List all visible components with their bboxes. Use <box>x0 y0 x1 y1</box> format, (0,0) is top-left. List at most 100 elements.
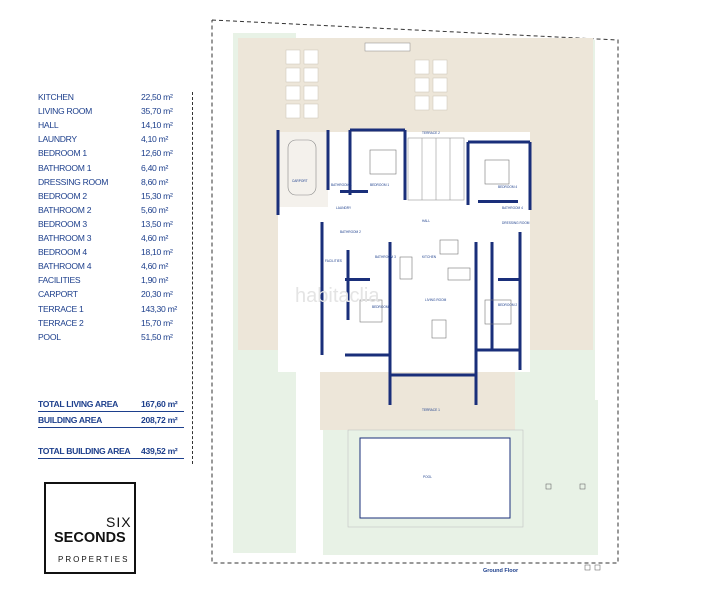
room-name: BATHROOM 1 <box>38 162 92 173</box>
room-area: 4,60 m² <box>141 261 169 272</box>
room-name: BEDROOM 1 <box>38 148 87 159</box>
label-bathroom2: BATHROOM 2 <box>340 230 361 234</box>
schedule-row: DRESSING ROOM 8,60 m² <box>36 177 186 191</box>
room-area: 1,90 m² <box>141 275 169 286</box>
label-living: LIVING ROOM <box>425 298 447 302</box>
watermark: habitaclia <box>295 285 380 307</box>
room-area: 5,60 m² <box>141 204 169 215</box>
room-area: 13,50 m² <box>141 218 173 229</box>
room-area: 15,70 m² <box>141 317 173 328</box>
room-name: DRESSING ROOM <box>38 176 109 187</box>
plan-title: Ground Floor <box>483 568 519 574</box>
room-name: POOL <box>38 331 61 342</box>
staircase <box>407 137 465 201</box>
furniture <box>359 149 512 339</box>
schedule-total-row: TOTAL LIVING AREA 167,60 m² <box>36 399 186 413</box>
label-bedroom3: BEDROOM 3 <box>372 305 391 309</box>
schedule-row: LIVING ROOM 35,70 m² <box>36 106 186 120</box>
room-area: 4,10 m² <box>141 134 169 145</box>
schedule-row: LAUNDRY 4,10 m² <box>36 134 186 148</box>
room-area: 18,10 m² <box>141 247 173 258</box>
room-name: HALL <box>38 120 59 131</box>
room-area: 12,60 m² <box>141 148 173 159</box>
total-name: TOTAL BUILDING AREA <box>38 446 131 456</box>
room-area: 4,60 m² <box>141 233 169 243</box>
room-area: 51,50 m² <box>141 331 173 342</box>
label-bathroom4: BATHROOM 4 <box>502 206 523 210</box>
schedule-total-row: TOTAL BUILDING AREA 439,52 m² <box>36 446 186 460</box>
room-name: BEDROOM 4 <box>38 247 87 258</box>
schedule-border <box>192 92 193 464</box>
room-area: 22,50 m² <box>141 92 173 102</box>
label-bathroom1: BATHROOM 1 <box>331 183 352 187</box>
label-pool: POOL <box>423 475 432 479</box>
schedule-row: BEDROOM 3 13,50 m² <box>36 219 186 233</box>
room-name: CARPORT <box>38 289 78 300</box>
label-bathroom3: BATHROOM 3 <box>375 255 396 259</box>
schedule-row: HALL 14,10 m² <box>36 120 186 134</box>
room-name: BATHROOM 3 <box>38 233 92 243</box>
schedule-row: CARPORT 20,30 m² <box>36 289 186 303</box>
total-underline <box>38 427 184 428</box>
schedule-row: BATHROOM 2 5,60 m² <box>36 205 186 219</box>
schedule-row: BEDROOM 2 15,30 m² <box>36 191 186 205</box>
room-name: TERRACE 1 <box>38 303 84 314</box>
gate-entry <box>364 42 411 52</box>
room-area: 8,60 m² <box>141 176 169 187</box>
pool-deck <box>347 429 524 528</box>
schedule-row: BATHROOM 3 4,60 m² <box>36 233 186 247</box>
driveway-tiles <box>285 49 448 119</box>
schedule-row: BEDROOM 1 12,60 m² <box>36 148 186 162</box>
label-bedroom2: BEDROOM 2 <box>498 303 517 307</box>
label-terrace1: TERRACE 1 <box>422 408 440 412</box>
schedule-row: BEDROOM 4 18,10 m² <box>36 247 186 261</box>
label-carport: CARPORT <box>292 179 308 183</box>
window-bands <box>340 190 520 281</box>
schedule-total-row: BUILDING AREA 208,72 m² <box>36 415 186 429</box>
logo-properties-text: PROPERTIES <box>56 555 132 564</box>
room-name: BEDROOM 3 <box>38 218 87 229</box>
room-name: LAUNDRY <box>38 134 77 145</box>
six-seconds-logo: SIX SECONDS PROPERTIES <box>44 482 136 574</box>
room-area: 35,70 m² <box>141 106 173 117</box>
total-area: 208,72 m² <box>141 415 178 425</box>
pool <box>359 437 511 519</box>
schedule-row: FACILITIES 1,90 m² <box>36 275 186 289</box>
logo-frame <box>44 482 136 574</box>
ground-floor-plan: habitaclia CARPORT BATHROOM 1 BEDROOM 1 … <box>211 19 619 571</box>
room-area: 20,30 m² <box>141 289 173 300</box>
logo-seconds-text: SECONDS <box>52 530 128 546</box>
room-name: KITCHEN <box>38 92 74 102</box>
schedule-row: TERRACE 1 143,30 m² <box>36 304 186 318</box>
room-area: 6,40 m² <box>141 162 169 173</box>
walls <box>276 128 532 405</box>
schedule-row: BATHROOM 4 4,60 m² <box>36 261 186 275</box>
total-name: TOTAL LIVING AREA <box>38 399 119 409</box>
room-name: BEDROOM 2 <box>38 190 87 201</box>
label-facilities: FACILITIES <box>325 259 342 263</box>
room-area: 15,30 m² <box>141 190 173 201</box>
room-name: FACILITIES <box>38 275 81 286</box>
room-area: 14,10 m² <box>141 120 173 131</box>
car-outline <box>287 139 317 196</box>
room-name: LIVING ROOM <box>38 106 92 117</box>
label-dressing: DRESSING ROOM <box>502 221 530 225</box>
label-bedroom1: BEDROOM 1 <box>370 183 389 187</box>
room-name: BATHROOM 2 <box>38 204 92 215</box>
corner-markers <box>545 483 601 571</box>
carport-area <box>278 132 328 207</box>
total-underline <box>38 458 184 459</box>
schedule-row: BATHROOM 1 6,40 m² <box>36 163 186 177</box>
logo-six-text: SIX <box>104 514 134 530</box>
room-area: 143,30 m² <box>141 303 177 314</box>
total-area: 439,52 m² <box>141 446 178 456</box>
schedule-row: POOL 51,50 m² <box>36 332 186 346</box>
total-name: BUILDING AREA <box>38 415 103 425</box>
room-name: BATHROOM 4 <box>38 261 92 272</box>
label-kitchen: KITCHEN <box>422 255 437 259</box>
label-hall: HALL <box>422 219 430 223</box>
label-terrace2: TERRACE 2 <box>422 131 440 135</box>
total-area: 167,60 m² <box>141 399 178 409</box>
schedule-row: KITCHEN 22,50 m² <box>36 92 186 106</box>
